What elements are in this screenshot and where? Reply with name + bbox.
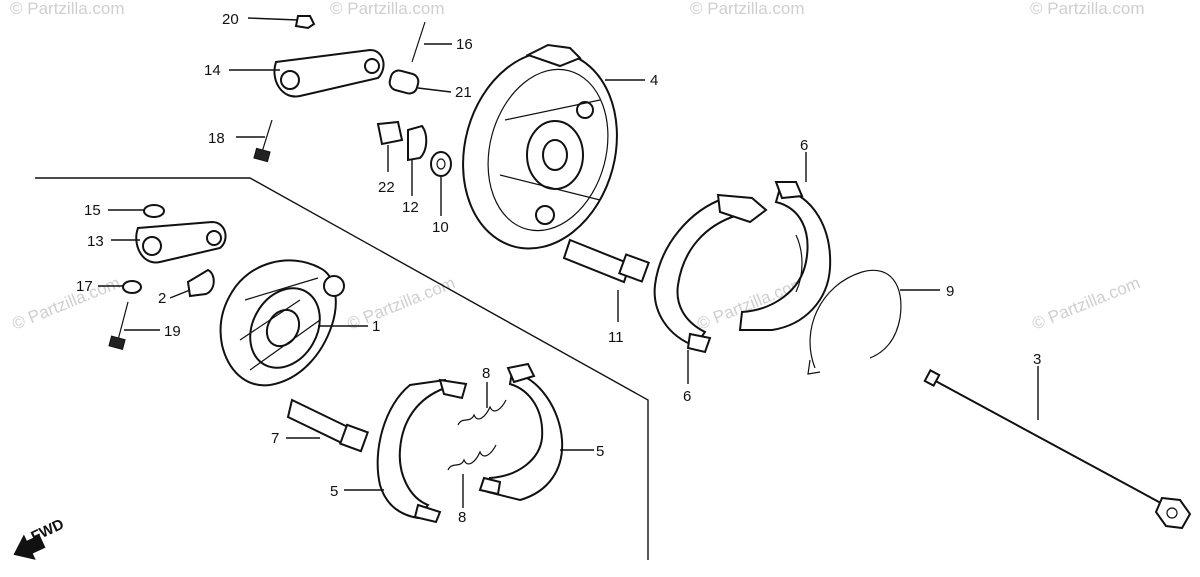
brake-arm-13 [135, 220, 227, 264]
axle-3 [923, 369, 1192, 530]
watermark: © Partzilla.com [1030, 0, 1145, 18]
brake-panel-rear [462, 43, 618, 250]
callout-2: 2 [158, 290, 166, 307]
leader-lines [98, 17, 1039, 508]
indicator-plate-2 [186, 268, 215, 298]
washer-10 [430, 151, 452, 177]
nut-17 [122, 280, 142, 294]
brake-cam-7 [286, 398, 370, 453]
callout-10: 10 [432, 219, 449, 236]
brake-panel-front [219, 259, 345, 387]
watermark: © Partzilla.com [1029, 273, 1142, 334]
callout-19: 19 [164, 323, 181, 340]
fitting-22 [376, 120, 404, 146]
callout-3: 3 [1033, 351, 1041, 368]
brake-arm-14 [273, 48, 385, 98]
callout-6-upper: 6 [800, 137, 808, 154]
callout-21: 21 [455, 84, 472, 101]
callout-22: 22 [378, 179, 395, 196]
callout-15: 15 [84, 202, 101, 219]
callout-18: 18 [208, 130, 225, 147]
callout-11: 11 [608, 329, 624, 346]
callout-17: 17 [76, 278, 93, 295]
spring-8a [457, 399, 507, 426]
watermark: © Partzilla.com [690, 0, 805, 18]
retaining-ring-9 [807, 269, 902, 375]
section-divider-line [35, 177, 649, 560]
plate-12 [407, 124, 428, 162]
callout-8-lower: 8 [458, 509, 466, 526]
watermark: © Partzilla.com [10, 0, 125, 18]
callout-20: 20 [222, 11, 239, 28]
pin-21 [388, 69, 420, 95]
callout-16: 16 [456, 36, 473, 53]
bolt-18 [253, 119, 273, 163]
brake-cam-11 [562, 238, 650, 284]
callout-8-upper: 8 [482, 365, 490, 382]
callout-4: 4 [650, 72, 658, 89]
fwd-label: FWD [29, 516, 67, 546]
callout-9: 9 [946, 283, 954, 300]
callout-14: 14 [204, 62, 221, 79]
callout-12: 12 [402, 199, 419, 216]
watermark: © Partzilla.com [9, 273, 122, 334]
nut-20 [294, 15, 316, 30]
callout-7: 7 [271, 430, 279, 447]
callout-5-left: 5 [330, 483, 338, 500]
callout-5-right: 5 [596, 443, 604, 460]
fwd-direction-marker: FWD [13, 516, 67, 560]
brake-shoe-5a [376, 378, 468, 524]
bolt-19 [108, 301, 129, 350]
watermark: © Partzilla.com [344, 273, 457, 334]
callout-1: 1 [372, 318, 380, 335]
bolt-16 [411, 21, 426, 63]
callout-numbers: 20 14 16 21 4 18 22 12 10 6 15 13 17 2 1… [76, 11, 1041, 526]
washer-15 [143, 204, 165, 218]
watermark: © Partzilla.com [330, 0, 445, 18]
brake-shoe-6b [738, 181, 832, 331]
brake-shoe-5b [478, 362, 564, 502]
callout-6-lower: 6 [683, 388, 691, 405]
brake-shoe-6a [653, 193, 768, 354]
callout-13: 13 [87, 233, 104, 250]
spring-8b [447, 444, 497, 471]
